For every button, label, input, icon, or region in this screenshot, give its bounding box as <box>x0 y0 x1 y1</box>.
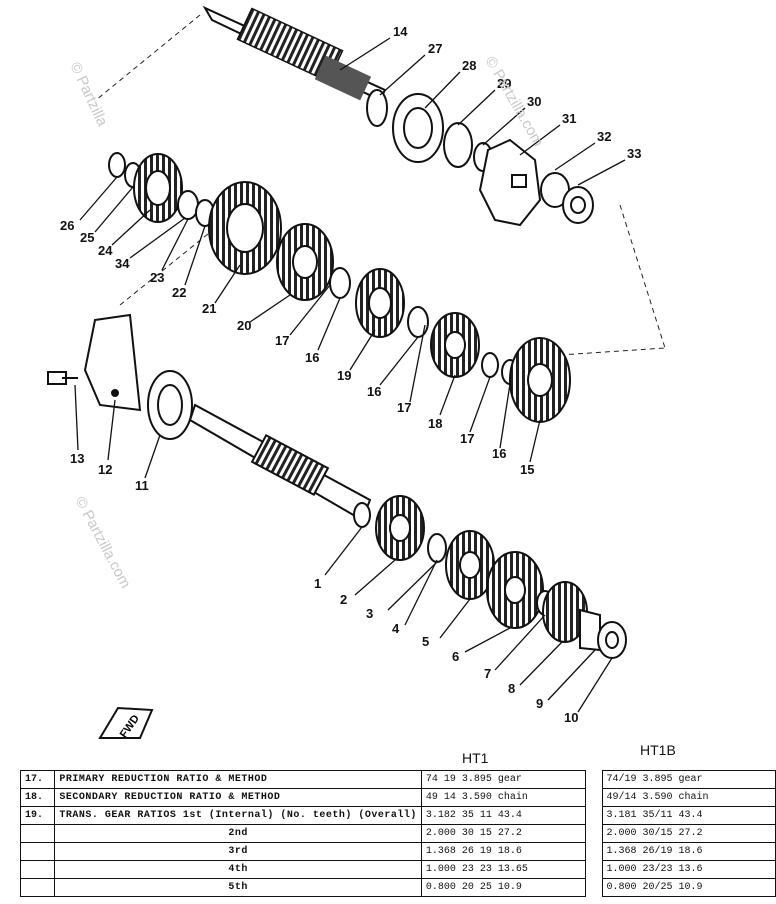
callout-25: 25 <box>80 230 94 245</box>
callout-5: 5 <box>422 634 429 649</box>
row-number: 18. <box>19 788 56 807</box>
callout-17a: 17 <box>275 333 289 348</box>
callout-27: 27 <box>428 41 442 56</box>
ht1b-value: 3.181 35/11 43.4 <box>601 806 776 825</box>
callout-13: 13 <box>70 451 84 466</box>
callout-30: 30 <box>527 94 541 109</box>
table-row: 19. TRANS. GEAR RATIOS 1st (Internal) (N… <box>19 806 776 825</box>
callout-6: 6 <box>452 649 459 664</box>
callout-2: 2 <box>340 592 347 607</box>
callout-11: 11 <box>135 478 149 493</box>
ht1b-value: 49/14 3.590 chain <box>601 788 776 807</box>
ht1b-value: 1.000 23/23 13.6 <box>601 860 776 879</box>
callout-17c: 17 <box>460 431 474 446</box>
callout-9: 9 <box>536 696 543 711</box>
column-header-ht1: HT1 <box>462 750 489 766</box>
row-number: 17. <box>19 770 56 789</box>
drive-gear-train <box>108 152 334 301</box>
ht1-value: 1.000 23 23 13.65 <box>420 860 587 879</box>
row-label: TRANS. GEAR RATIOS 1st (Internal) (No. t… <box>54 806 422 825</box>
ht1b-value: 1.368 26/19 18.6 <box>601 842 776 861</box>
row-number: 19. <box>19 806 56 825</box>
callout-31: 31 <box>562 111 576 126</box>
driven-gear-train <box>329 267 571 423</box>
transmission-exploded-diagram: 14 27 28 29 30 31 32 33 26 25 24 34 23 2… <box>47 5 666 740</box>
row-number <box>19 842 56 861</box>
row-label: 3rd <box>54 842 422 861</box>
row-label: 2nd <box>54 824 422 843</box>
ht1-value: 74 19 3.895 gear <box>420 770 587 789</box>
callout-23: 23 <box>150 270 164 285</box>
callout-4: 4 <box>392 621 400 636</box>
callout-28: 28 <box>462 58 476 73</box>
callout-34: 34 <box>115 256 130 271</box>
table-row: 3rd 1.368 26 19 18.6 1.368 26/19 18.6 <box>19 842 776 861</box>
watermark-left: © Partzilla <box>66 60 111 130</box>
callout-32: 32 <box>597 129 611 144</box>
table-row: 2nd 2.000 30 15 27.2 2.000 30/15 27.2 <box>19 824 776 843</box>
callout-19: 19 <box>337 368 351 383</box>
callout-15: 15 <box>520 462 534 477</box>
callout-labels: 14 27 28 29 30 31 32 33 26 25 24 34 23 2… <box>60 24 641 725</box>
watermark-lower: © Partzilla.com <box>71 494 133 591</box>
row-number <box>19 860 56 879</box>
callout-21: 21 <box>202 301 216 316</box>
callout-26: 26 <box>60 218 74 233</box>
forward-arrow-icon: FWD <box>98 706 154 740</box>
row-number <box>19 824 56 843</box>
gear-ratio-table: 17. PRIMARY REDUCTION RATIO & METHOD 74 … <box>19 770 776 897</box>
row-label: SECONDARY REDUCTION RATIO & METHOD <box>54 788 422 807</box>
callout-8: 8 <box>508 681 515 696</box>
table-row: 5th 0.800 20 25 10.9 0.800 20/25 10.9 <box>19 878 776 897</box>
callout-29: 29 <box>497 76 511 91</box>
ht1-value: 2.000 30 15 27.2 <box>420 824 587 843</box>
ht1b-value: 2.000 30/15 27.2 <box>601 824 776 843</box>
ht1b-value: 0.800 20/25 10.9 <box>601 878 776 897</box>
table-row: 17. PRIMARY REDUCTION RATIO & METHOD 74 … <box>19 770 776 789</box>
row-number <box>19 878 56 897</box>
callout-16c: 16 <box>492 446 506 461</box>
drive-axle <box>202 5 387 102</box>
ht1-value: 3.182 35 11 43.4 <box>420 806 587 825</box>
callout-16b: 16 <box>367 384 381 399</box>
watermarks: © Partzilla © Partzilla.com © Partzilla.… <box>66 54 546 592</box>
ht1-value: 49 14 3.590 chain <box>420 788 587 807</box>
ht1-value: 1.368 26 19 18.6 <box>420 842 587 861</box>
row-label: 5th <box>54 878 422 897</box>
callout-14: 14 <box>393 24 408 39</box>
drive-axle-hardware <box>366 89 594 227</box>
callout-33: 33 <box>627 146 641 161</box>
table-row: 18. SECONDARY REDUCTION RATIO & METHOD 4… <box>19 788 776 807</box>
row-label: PRIMARY REDUCTION RATIO & METHOD <box>54 770 422 789</box>
callout-10: 10 <box>564 710 578 725</box>
callout-7: 7 <box>484 666 491 681</box>
callout-17b: 17 <box>397 400 411 415</box>
callout-12: 12 <box>98 462 112 477</box>
ht1-value: 0.800 20 25 10.9 <box>420 878 587 897</box>
row-label: 4th <box>54 860 422 879</box>
callout-1: 1 <box>314 576 321 591</box>
table-row: 4th 1.000 23 23 13.65 1.000 23/23 13.6 <box>19 860 776 879</box>
callout-18: 18 <box>428 416 442 431</box>
callout-16a: 16 <box>305 350 319 365</box>
callout-24: 24 <box>98 243 113 258</box>
callout-3: 3 <box>366 606 373 621</box>
callout-20: 20 <box>237 318 251 333</box>
ht1b-value: 74/19 3.895 gear <box>601 770 776 789</box>
column-header-ht1b: HT1B <box>640 742 676 758</box>
leader-lines <box>74 37 626 713</box>
callout-22: 22 <box>172 285 186 300</box>
